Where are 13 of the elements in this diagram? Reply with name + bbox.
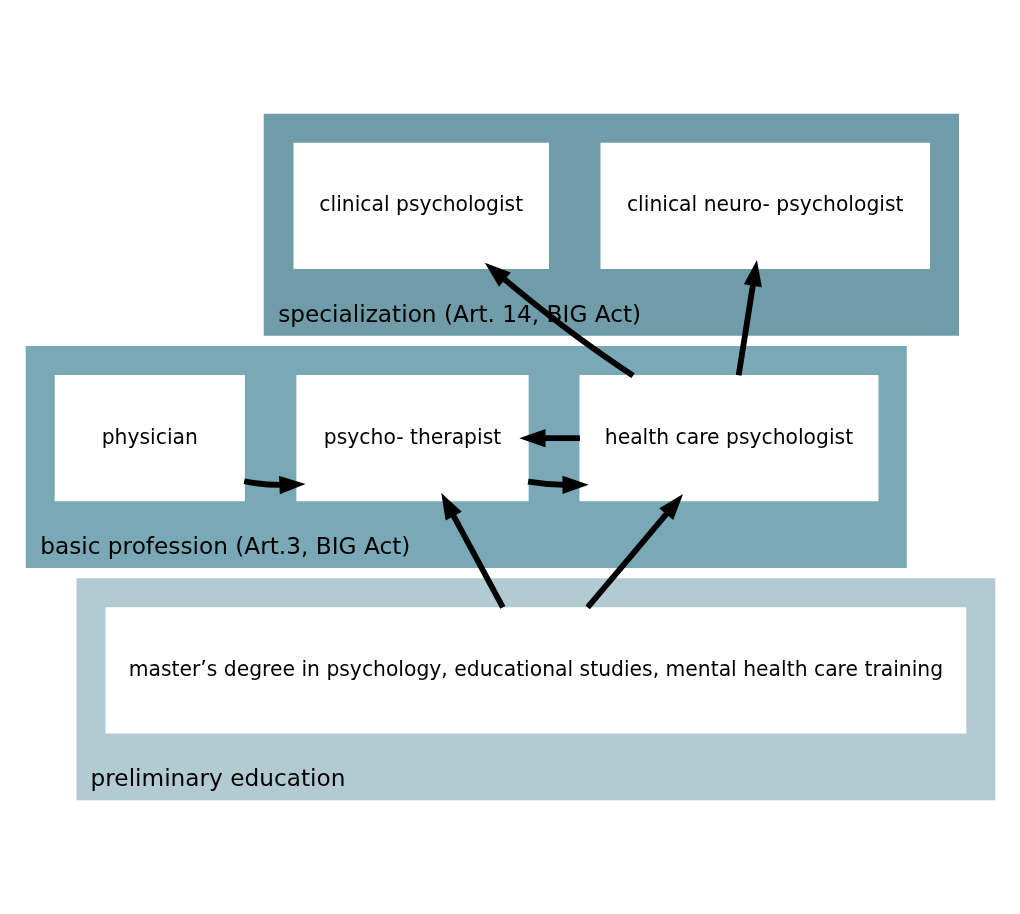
arrow [440, 493, 505, 609]
arrow [527, 475, 589, 495]
node-box: physician [54, 375, 245, 502]
arrow [518, 428, 580, 448]
node-box: psycho- therapist [295, 375, 529, 502]
node-box: clinical neuro- psychologist [600, 142, 930, 270]
arrow [735, 259, 762, 376]
node-box: master’s degree in psychology, educational studies, mental health care training [105, 607, 966, 734]
arrow [584, 494, 683, 610]
arrow [484, 262, 635, 379]
node-box: clinical psychologist [293, 142, 549, 270]
node-box: health care psychologist [578, 375, 878, 502]
arrow [243, 475, 306, 495]
